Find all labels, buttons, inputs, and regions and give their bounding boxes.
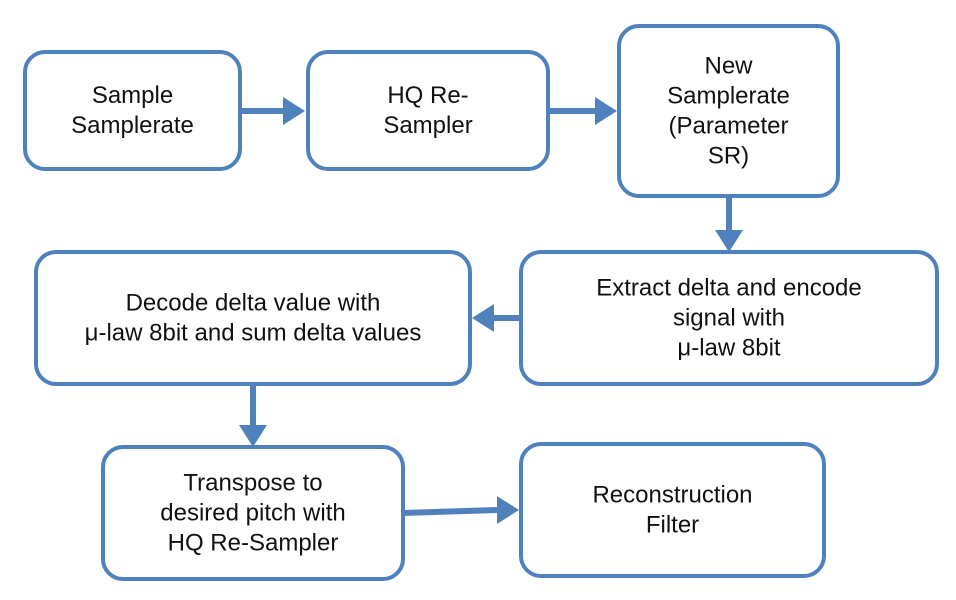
node-box	[519, 442, 826, 578]
node-extract-delta: Extract delta and encode signal with μ-law…	[519, 250, 939, 386]
arrow-head	[283, 97, 305, 125]
arrow-extract-delta-to-decode-delta	[472, 304, 521, 332]
edges-layer	[239, 97, 743, 524]
node-label-line: SR)	[708, 143, 749, 170]
arrow-new-samplerate-to-extract-delta	[715, 196, 743, 252]
node-label-line: Samplerate	[71, 112, 194, 139]
node-label-line: Filter	[646, 512, 699, 539]
node-box	[306, 50, 550, 171]
node-label-line: Sample	[92, 82, 173, 109]
node-label-line: Sampler	[383, 112, 472, 139]
arrow-decode-delta-to-transpose	[239, 384, 267, 447]
node-decode-delta: Decode delta value with μ-law 8bit and su…	[34, 250, 472, 386]
node-label-line: Decode delta value with	[126, 290, 381, 317]
node-label-line: Extract delta and encode	[596, 275, 862, 302]
node-hq-resampler: HQ Re- Sampler	[306, 50, 550, 171]
node-box	[519, 250, 939, 386]
node-box	[617, 24, 840, 198]
arrow-sample-samplerate-to-hq-resampler	[240, 97, 305, 125]
node-label-line: μ-law 8bit	[677, 335, 781, 362]
node-label-line: μ-law 8bit and sum delta values	[85, 320, 422, 347]
node-label-line: Samplerate	[667, 83, 790, 110]
node-box	[101, 445, 405, 581]
node-box	[34, 250, 472, 386]
node-label-line: Reconstruction	[592, 482, 752, 509]
node-label-line: New	[704, 53, 753, 80]
node-label-line: HQ Re-Sampler	[168, 530, 339, 557]
arrow-hq-resampler-to-new-samplerate	[548, 97, 617, 125]
node-label-line: HQ Re-	[387, 82, 468, 109]
arrow-shaft	[402, 507, 498, 516]
arrow-head	[715, 230, 743, 252]
arrow-transpose-to-reconstruction-filter	[402, 496, 519, 524]
arrow-head	[472, 304, 494, 332]
node-label-line: Transpose to	[183, 470, 322, 497]
node-label-line: desired pitch with	[160, 500, 345, 527]
node-label-line: (Parameter	[668, 113, 788, 140]
arrow-head	[497, 496, 519, 524]
node-label-line: signal with	[673, 305, 785, 332]
arrow-head	[239, 425, 267, 447]
arrow-head	[595, 97, 617, 125]
node-box	[23, 50, 242, 171]
node-transpose: Transpose to desired pitch with HQ Re-Samp…	[101, 445, 405, 581]
